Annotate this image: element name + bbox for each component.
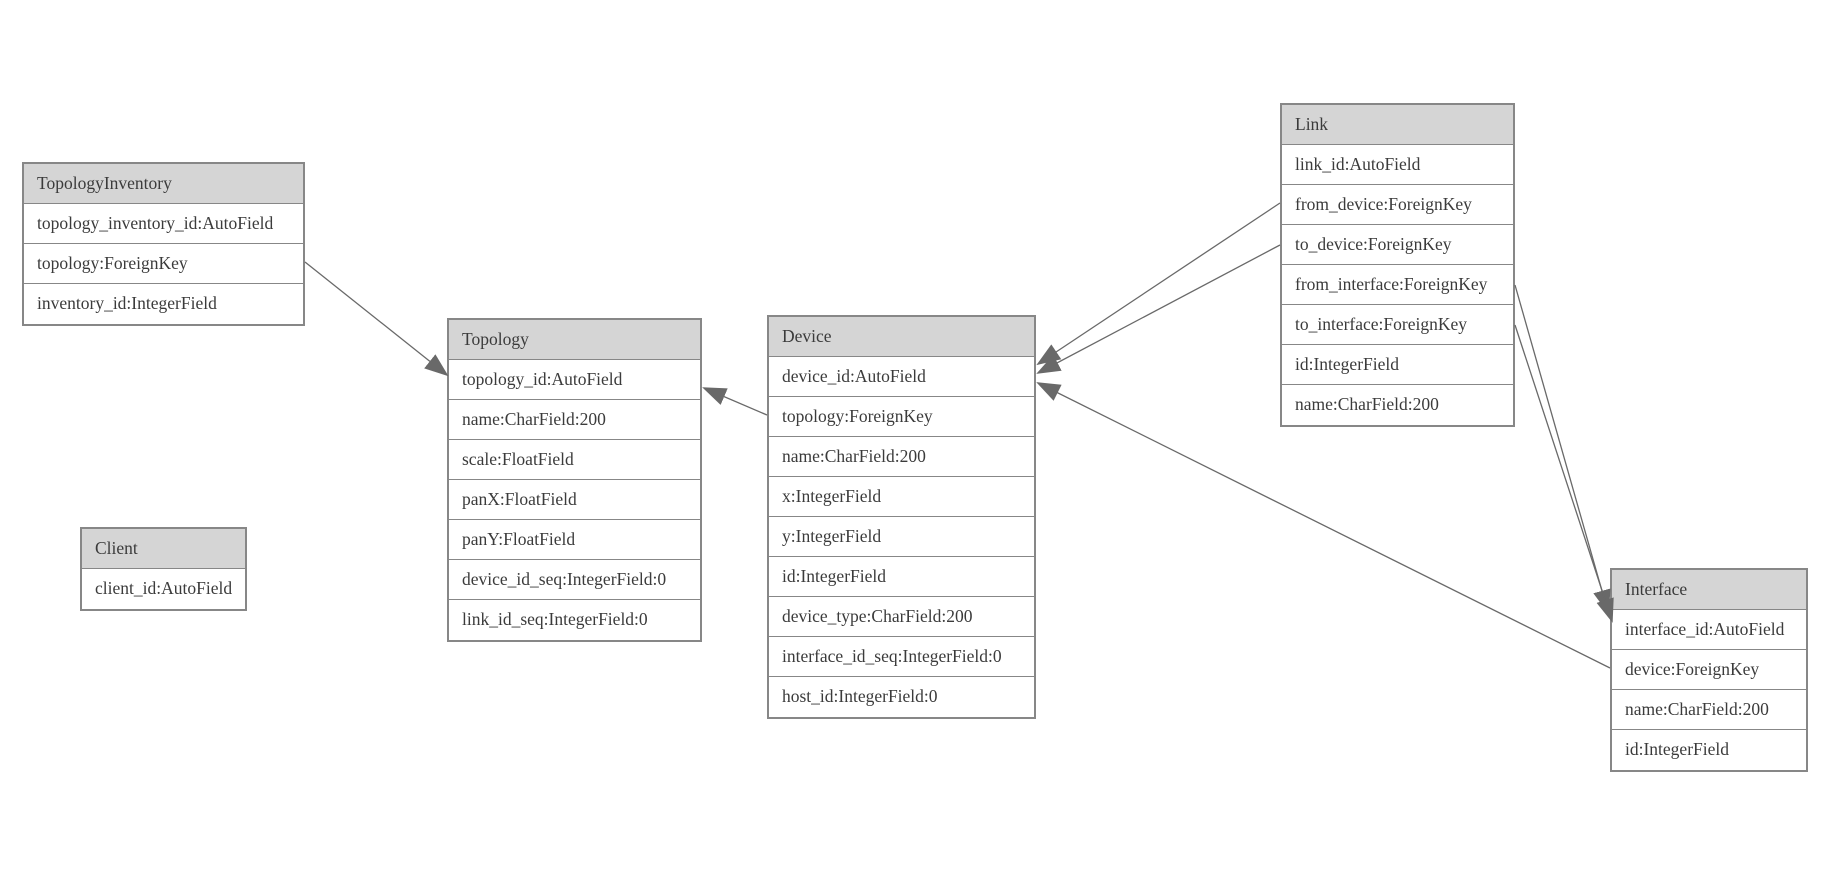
field-row: from_interface:ForeignKey: [1282, 265, 1513, 305]
entity-device-title: Device: [769, 317, 1034, 357]
entity-link: Link link_id:AutoField from_device:Forei…: [1280, 103, 1515, 427]
field-row: link_id_seq:IntegerField:0: [449, 600, 700, 640]
entity-link-title: Link: [1282, 105, 1513, 145]
entity-interface-title: Interface: [1612, 570, 1806, 610]
entity-device: Device device_id:AutoField topology:Fore…: [767, 315, 1036, 719]
field-row: link_id:AutoField: [1282, 145, 1513, 185]
connector-link-from_device-to-device: [1036, 202, 1281, 366]
field-row: name:CharField:200: [769, 437, 1034, 477]
field-row: topology:ForeignKey: [24, 244, 303, 284]
field-row: device_id_seq:IntegerField:0: [449, 560, 700, 600]
field-row: name:CharField:200: [1612, 690, 1806, 730]
field-row: device_type:CharField:200: [769, 597, 1034, 637]
connector-link-to_device-to-device: [1036, 244, 1281, 374]
field-row: from_device:ForeignKey: [1282, 185, 1513, 225]
field-row: id:IntegerField: [769, 557, 1034, 597]
entity-topologyinventory-title: TopologyInventory: [24, 164, 303, 204]
field-row: name:CharField:200: [1282, 385, 1513, 425]
connector-device-to-topology: [702, 387, 768, 416]
field-row: interface_id_seq:IntegerField:0: [769, 637, 1034, 677]
connector-topologyinventory-to-topology: [304, 261, 449, 377]
connector-link-to_interface-to-interface: [1514, 324, 1614, 623]
field-row: device_id:AutoField: [769, 357, 1034, 397]
field-row: scale:FloatField: [449, 440, 700, 480]
entity-interface: Interface interface_id:AutoField device:…: [1610, 568, 1808, 772]
entity-topologyinventory: TopologyInventory topology_inventory_id:…: [22, 162, 305, 326]
field-row: id:IntegerField: [1282, 345, 1513, 385]
field-row: device:ForeignKey: [1612, 650, 1806, 690]
field-row: id:IntegerField: [1612, 730, 1806, 770]
field-row: topology:ForeignKey: [769, 397, 1034, 437]
field-row: name:CharField:200: [449, 400, 700, 440]
field-row: panX:FloatField: [449, 480, 700, 520]
entity-topology-title: Topology: [449, 320, 700, 360]
field-row: topology_inventory_id:AutoField: [24, 204, 303, 244]
field-row: to_interface:ForeignKey: [1282, 305, 1513, 345]
field-row: host_id:IntegerField:0: [769, 677, 1034, 717]
field-row: inventory_id:IntegerField: [24, 284, 303, 324]
field-row: panY:FloatField: [449, 520, 700, 560]
field-row: to_device:ForeignKey: [1282, 225, 1513, 265]
field-row: y:IntegerField: [769, 517, 1034, 557]
field-row: x:IntegerField: [769, 477, 1034, 517]
field-row: interface_id:AutoField: [1612, 610, 1806, 650]
entity-client: Client client_id:AutoField: [80, 527, 247, 611]
entity-client-title: Client: [82, 529, 245, 569]
field-row: topology_id:AutoField: [449, 360, 700, 400]
connector-link-from_interface-to-interface: [1514, 284, 1611, 614]
entity-topology: Topology topology_id:AutoField name:Char…: [447, 318, 702, 642]
field-row: client_id:AutoField: [82, 569, 245, 609]
